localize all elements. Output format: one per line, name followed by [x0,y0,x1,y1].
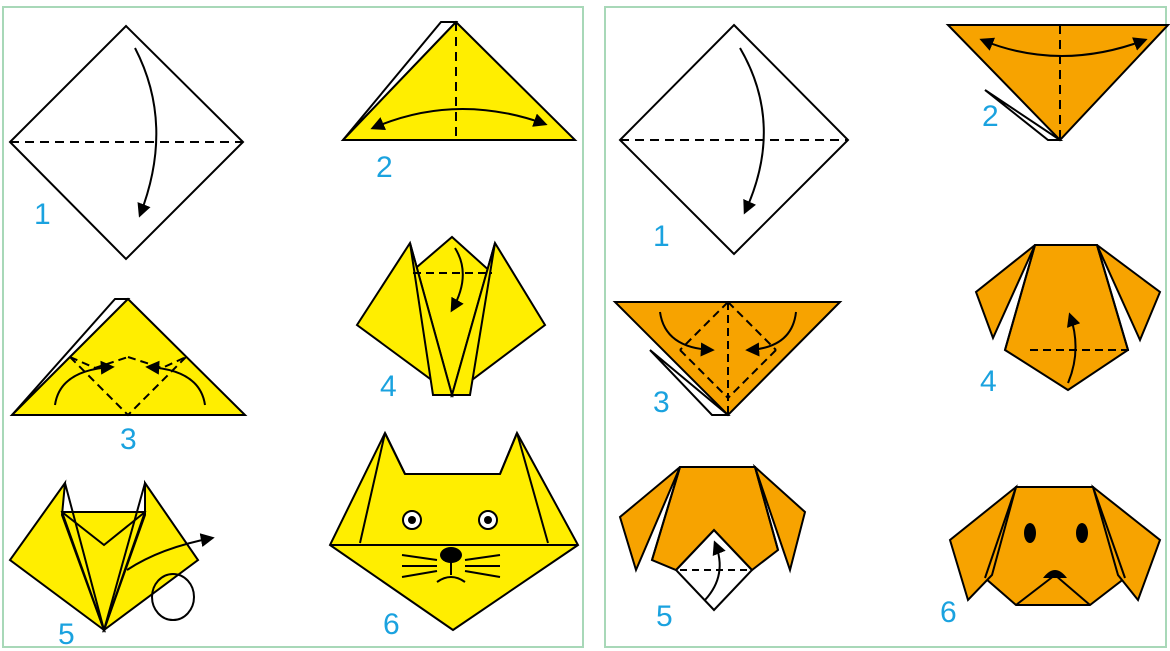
dog-step-5-diagram [620,467,805,610]
dog-step-number-2: 2 [982,102,999,132]
dog-step-number-1: 1 [653,222,670,252]
dog-step-number-5: 5 [656,602,673,632]
cat-nose [440,547,462,563]
cat-step-3-diagram [12,299,245,415]
cat-step-5-diagram [10,483,212,630]
cat-step-number-6: 6 [383,610,400,640]
cat-step-2-diagram [343,22,575,140]
cat-step-number-4: 4 [380,372,397,402]
cat-step-number-3: 3 [120,425,137,455]
dog-eye-right [1076,523,1088,543]
dog-step-2-diagram [948,25,1168,140]
dog-step-3-diagram [615,302,840,415]
dog-step-6-diagram [950,487,1160,605]
dog-step-4-diagram [976,245,1160,390]
cat-step-number-1: 1 [34,200,51,230]
dog-eye-left [1024,523,1036,543]
dog-step-number-4: 4 [980,367,997,397]
dog-step-number-6: 6 [940,598,957,628]
dog-step-number-3: 3 [653,388,670,418]
cat-step-6-diagram [330,433,578,630]
cat-step-number-5: 5 [58,620,75,650]
cat-step-number-2: 2 [376,153,393,183]
